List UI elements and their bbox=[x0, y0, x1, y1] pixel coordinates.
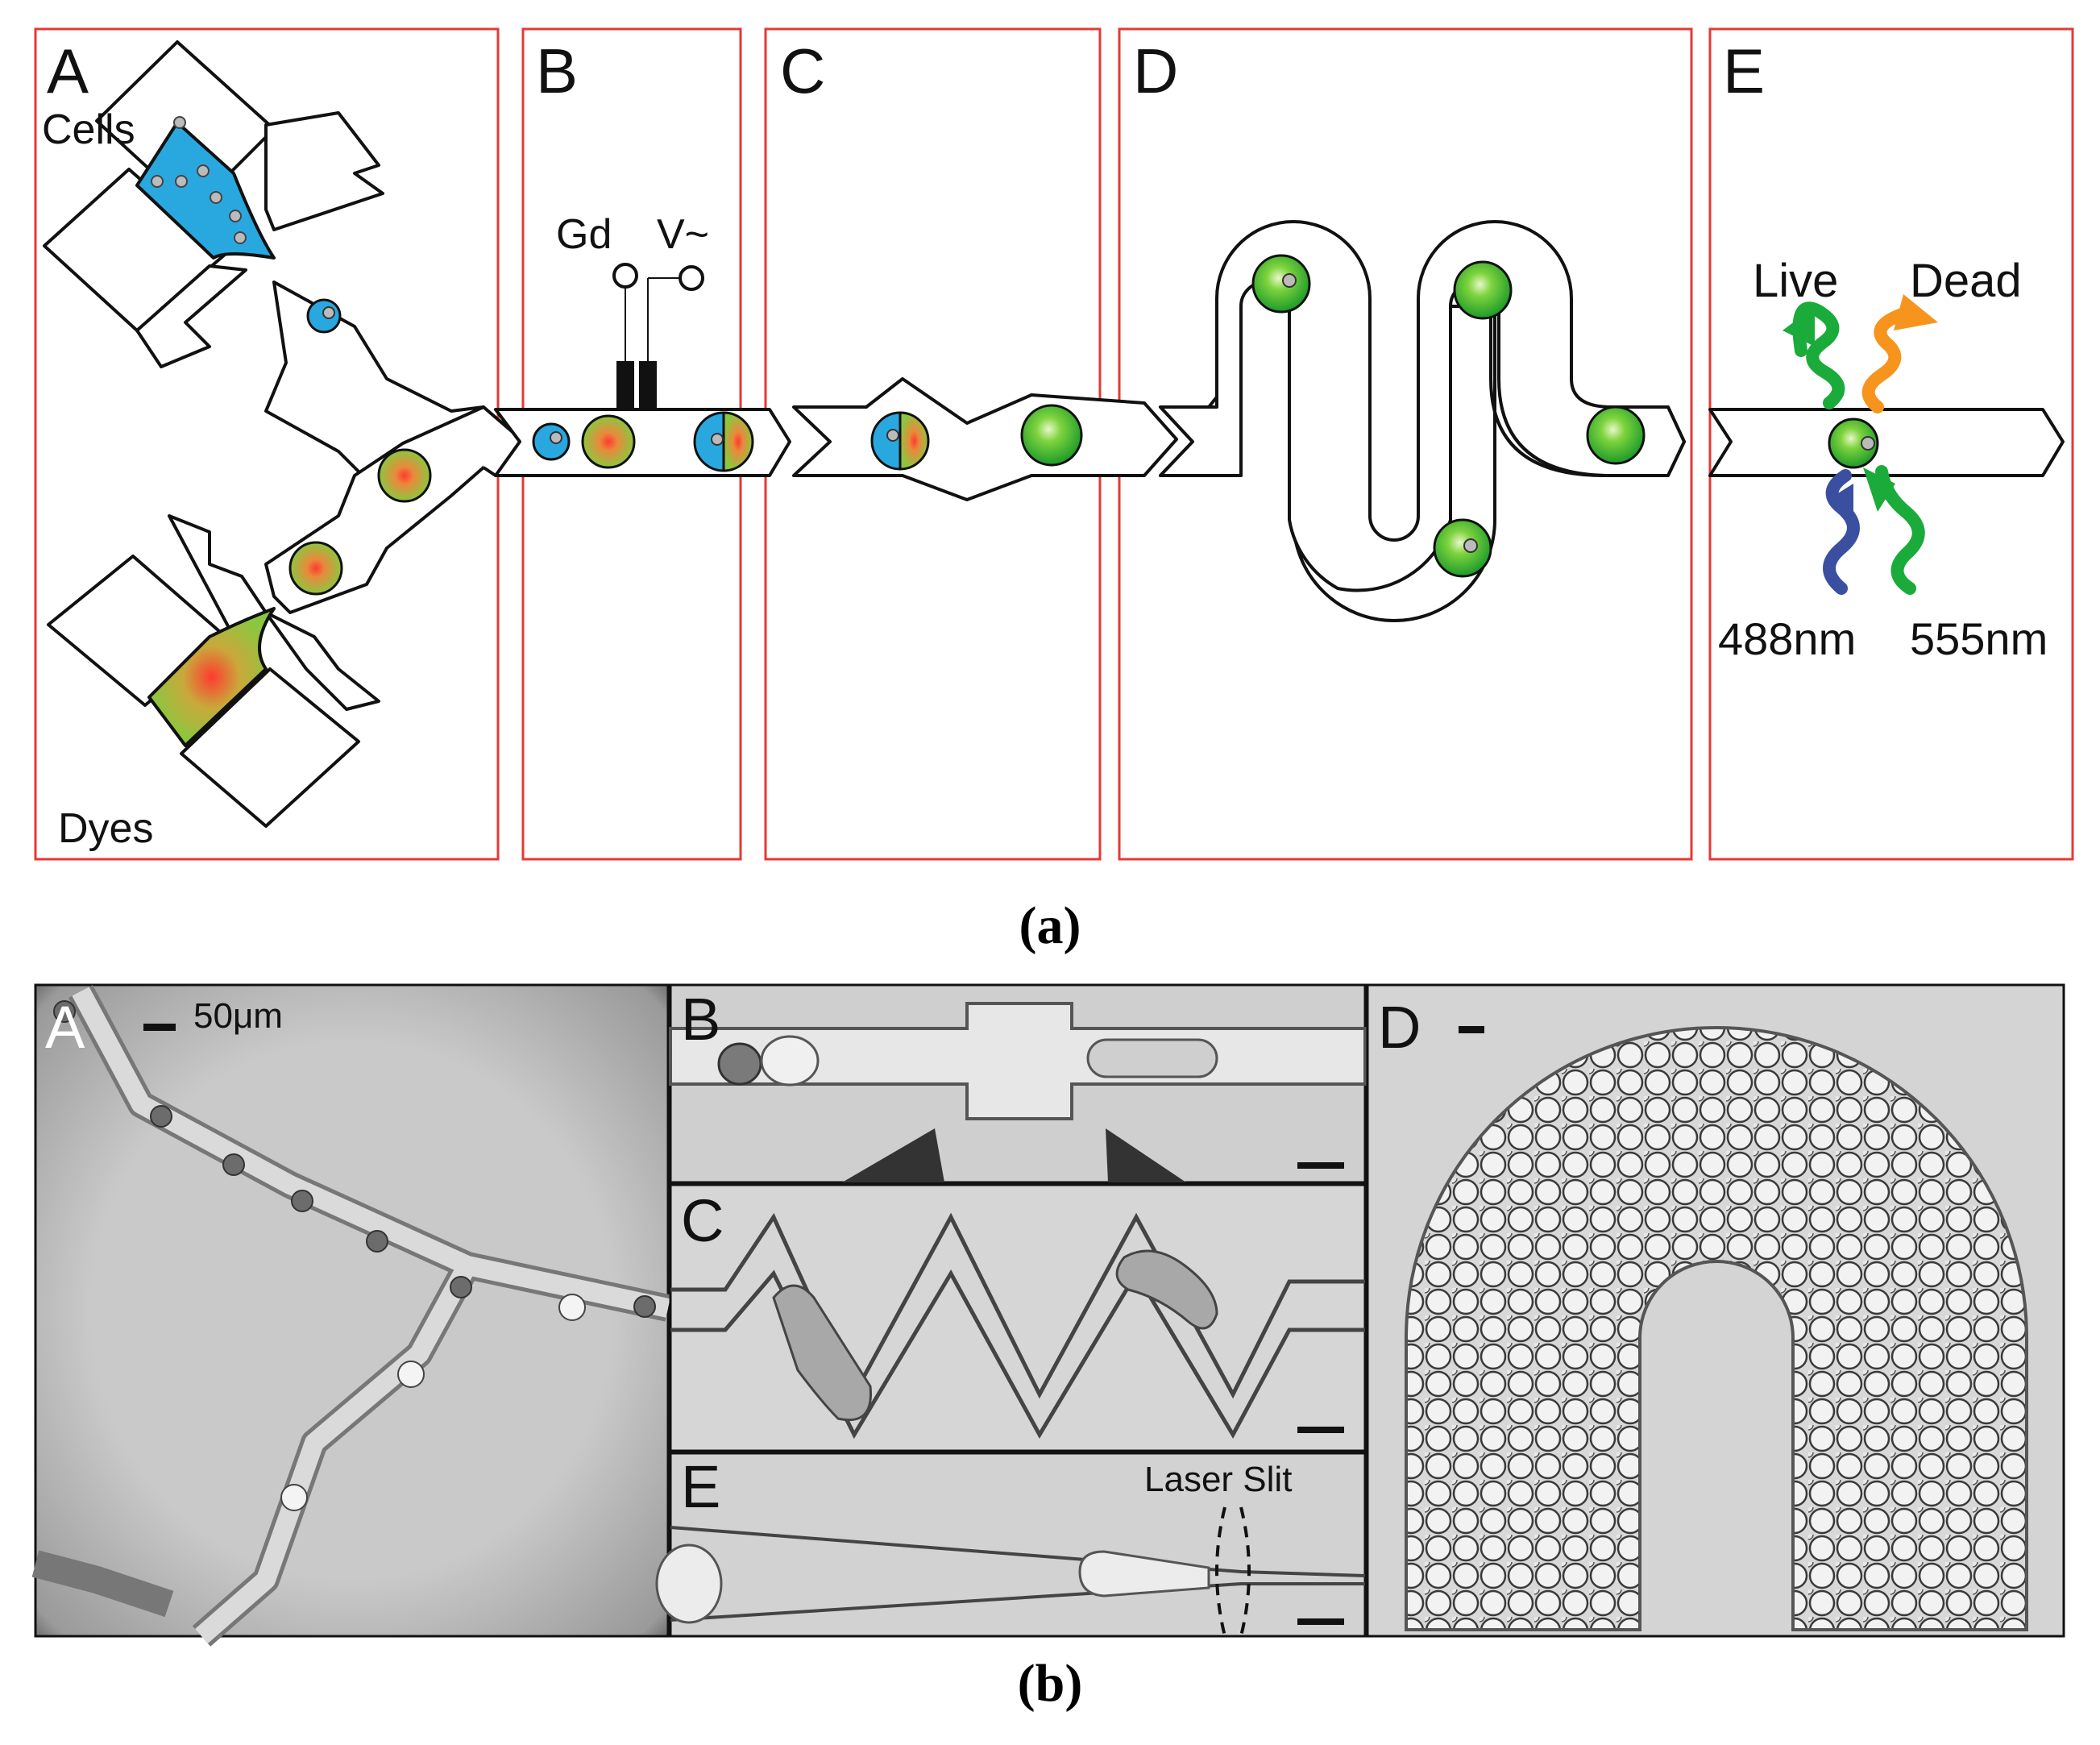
electrode-gd bbox=[616, 361, 634, 408]
terminal-gd bbox=[612, 263, 638, 289]
green-droplet-d1 bbox=[1251, 254, 1311, 314]
electrode-v bbox=[639, 361, 657, 408]
caption-b: (b) bbox=[1018, 1654, 1083, 1713]
terminal-v bbox=[679, 265, 704, 291]
scale-bar-a bbox=[143, 1024, 176, 1031]
mixed-droplet-a1 bbox=[377, 448, 432, 503]
micro-letter-a: A bbox=[45, 994, 85, 1061]
dead-label: Dead bbox=[1910, 255, 2022, 307]
panel-letter-e: E bbox=[1723, 35, 1765, 106]
cell-e bbox=[1861, 436, 1875, 451]
555nm-label: 555nm bbox=[1910, 613, 2048, 664]
cell-d1 bbox=[1282, 273, 1297, 288]
cells-reservoir bbox=[135, 121, 276, 260]
mixed-droplet-b bbox=[581, 414, 636, 469]
blue-excitation-arrow bbox=[1823, 469, 1860, 595]
cells-label: Cells bbox=[42, 106, 135, 153]
arrow-heads bbox=[1783, 294, 1938, 516]
panel-letter-c: C bbox=[780, 35, 825, 106]
micro-letter-b: B bbox=[681, 986, 720, 1053]
cell-in-blue-droplet-a bbox=[322, 306, 335, 319]
wavy-arrows bbox=[1792, 301, 1925, 595]
junction-diagram bbox=[43, 40, 517, 828]
dead-arrow bbox=[1861, 308, 1908, 413]
micro-letter-c: C bbox=[681, 1187, 724, 1254]
scale-bar-d bbox=[1459, 1026, 1484, 1033]
v-label: V~ bbox=[657, 211, 709, 258]
panel-letter-a: A bbox=[47, 35, 89, 106]
micro-letter-e: E bbox=[681, 1453, 720, 1520]
half-mixed-droplet-c bbox=[870, 411, 930, 471]
488nm-label: 488nm bbox=[1718, 613, 1856, 664]
scale-bar-b bbox=[1297, 1162, 1344, 1169]
serpentine-channel bbox=[1159, 220, 1686, 622]
dyes-chevron-lower bbox=[264, 611, 380, 711]
dyes-reservoir bbox=[147, 607, 276, 747]
cells-chevron bbox=[264, 111, 384, 231]
green-droplet-d3 bbox=[1586, 405, 1646, 465]
laser-slit-label: Laser Slit bbox=[1144, 1460, 1292, 1499]
green-droplet-e bbox=[1828, 418, 1879, 469]
frame-e bbox=[1708, 27, 2074, 861]
panel-letter-d: D bbox=[1133, 35, 1178, 106]
green-droplet-c bbox=[1020, 404, 1083, 467]
cell-d4 bbox=[1463, 538, 1478, 553]
green-droplet-d4 bbox=[1433, 518, 1492, 578]
panel-letter-b: B bbox=[536, 35, 578, 106]
gd-label: Gd bbox=[556, 211, 612, 258]
scale-bar-e bbox=[1297, 1618, 1344, 1625]
green-droplet-d2 bbox=[1453, 260, 1513, 320]
micro-letter-d: D bbox=[1378, 994, 1421, 1061]
laser-slit bbox=[1215, 1506, 1226, 1637]
mixer-channel bbox=[792, 377, 1178, 501]
micrograph-c: C bbox=[669, 1183, 1367, 1452]
live-arrow bbox=[1792, 301, 1845, 409]
schematic-panel: A B C D E bbox=[34, 27, 2074, 955]
scale-label: 50μm bbox=[193, 996, 283, 1036]
cells-chevron-lower bbox=[135, 264, 247, 368]
dyes-label: Dyes bbox=[58, 805, 153, 852]
live-label: Live bbox=[1753, 255, 1838, 307]
electrodes bbox=[612, 263, 704, 408]
merging-droplet-b bbox=[693, 411, 754, 472]
detection-channel bbox=[1708, 408, 2065, 477]
scale-bar-c bbox=[1297, 1427, 1344, 1433]
micrograph-e: Laser Slit E bbox=[655, 1452, 1367, 1638]
green-excitation-arrow bbox=[1875, 465, 1925, 595]
micrograph-panel: 50μm A B C bbox=[31, 983, 2065, 1713]
cell-in-blue-droplet-b bbox=[550, 431, 562, 444]
mixed-droplet-a2 bbox=[288, 541, 343, 596]
cells-particles bbox=[151, 116, 247, 244]
caption-a: (a) bbox=[1019, 896, 1081, 955]
micrograph-d: D bbox=[1366, 983, 2065, 1638]
micrograph-a: 50μm A bbox=[31, 983, 671, 1647]
micrograph-b: B bbox=[669, 983, 1367, 1184]
dyes-inlet-block-lower bbox=[180, 667, 360, 828]
